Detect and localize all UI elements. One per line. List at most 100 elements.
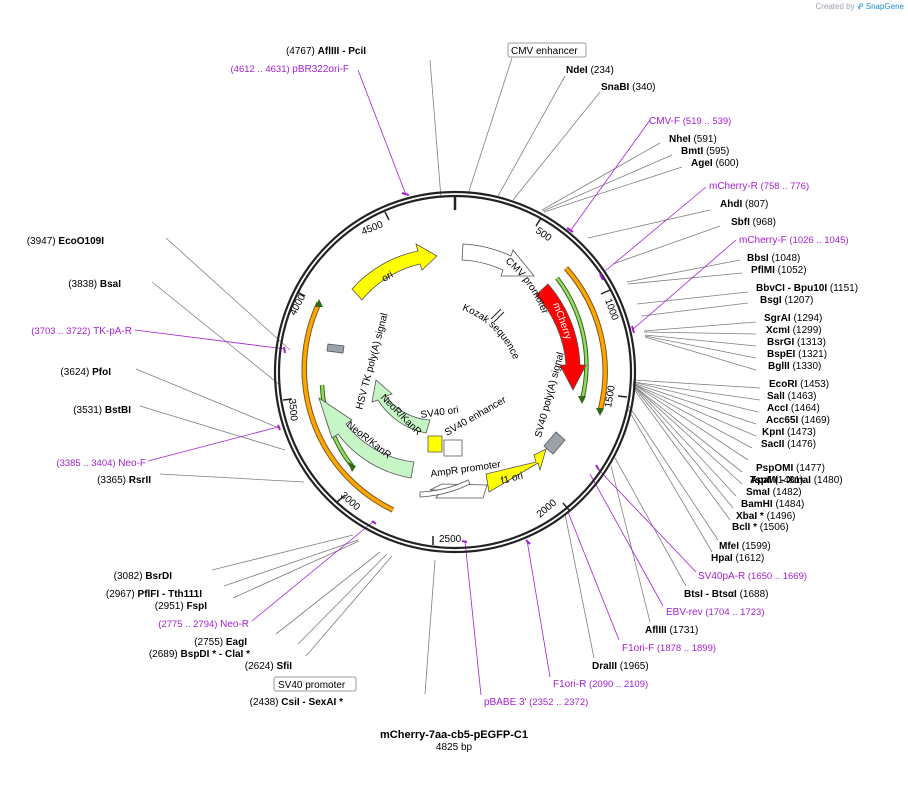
ruler-label: 3500 bbox=[286, 398, 299, 422]
site-name: BspDI * - ClaI * bbox=[181, 649, 251, 660]
site-position: (807) bbox=[742, 199, 768, 210]
primer-range: (1704 .. 1723) bbox=[703, 607, 765, 618]
site-position: (1476) bbox=[784, 439, 816, 450]
site-position: (340) bbox=[629, 82, 655, 93]
restriction-site: NdeI (234) bbox=[566, 65, 614, 76]
primer-label: SV40pA-R (1650 .. 1669) bbox=[698, 571, 807, 582]
site-name: TspMI - XmaI bbox=[750, 475, 811, 486]
site-position: (2689) bbox=[149, 649, 181, 660]
site-name: EcoO109I bbox=[58, 236, 104, 247]
backbone-outer bbox=[273, 190, 637, 554]
restriction-site: AhdI (807) bbox=[720, 199, 768, 210]
restriction-site: SnaBI (340) bbox=[601, 82, 655, 93]
primer-range: (1878 .. 1899) bbox=[654, 643, 716, 654]
restriction-site: SbfI (968) bbox=[731, 217, 776, 228]
primer-name: F1ori-F bbox=[622, 643, 654, 654]
primer-range: (4612 .. 4631) bbox=[231, 64, 293, 75]
features bbox=[318, 243, 587, 499]
restriction-site: XcmI (1299) bbox=[766, 325, 822, 336]
restriction-site: (2624) SfiI bbox=[245, 661, 292, 672]
site-name: AgeI bbox=[691, 158, 713, 169]
restriction-site: BbvCI - Bpu10I (1151) bbox=[756, 283, 858, 294]
ruler-label: 500 bbox=[533, 225, 553, 244]
site-name: RsrII bbox=[129, 475, 151, 486]
site-position: (1480) bbox=[811, 475, 843, 486]
site-name: BglII bbox=[768, 361, 790, 372]
primer-label: (2775 .. 2794) Neo-R bbox=[158, 619, 249, 630]
site-name: SbfI bbox=[731, 217, 750, 228]
site-position: (1330) bbox=[790, 361, 822, 372]
site-position: (1463) bbox=[785, 391, 817, 402]
restriction-site: (3082) BsrDI bbox=[114, 571, 173, 582]
site-position: (600) bbox=[713, 158, 739, 169]
primer-range: (758 .. 776) bbox=[758, 181, 809, 192]
site-position: (1294) bbox=[791, 313, 823, 324]
site-position: (1313) bbox=[794, 337, 826, 348]
site-name: AhdI bbox=[720, 199, 742, 210]
site-name: KpnI bbox=[762, 427, 784, 438]
primer-name: Neo-R bbox=[220, 619, 249, 630]
restriction-site: (3947) EcoO109I bbox=[27, 236, 104, 247]
primer-marks bbox=[277, 192, 635, 545]
site-name: DraIII bbox=[592, 661, 617, 672]
site-position: (1496) bbox=[764, 511, 796, 522]
site-name: BsgI bbox=[760, 295, 782, 306]
restriction-site: (3838) BsaI bbox=[68, 279, 121, 290]
primer-name: mCherry-R bbox=[709, 181, 758, 192]
restriction-site: (2438) CsiI - SexAI * bbox=[250, 697, 343, 708]
site-position: (2438) bbox=[250, 697, 282, 708]
site-name: XbaI * bbox=[736, 511, 764, 522]
ori-arrow bbox=[351, 243, 438, 301]
site-position: (591) bbox=[691, 134, 717, 145]
f1-ori-arrow bbox=[485, 448, 547, 493]
sv40-promoter-box bbox=[273, 676, 357, 692]
primer-label: (3703 .. 3722) TK-pA-R bbox=[31, 326, 132, 337]
kozak-mark bbox=[490, 308, 502, 320]
plasmid-name: mCherry-7aa-cb5-pEGFP-C1 bbox=[380, 729, 528, 741]
restriction-site: ApaI (1481) bbox=[750, 475, 803, 486]
ruler: 500 1000 1500 2000 2500 3000 3500 4000 4… bbox=[282, 211, 628, 545]
primer-range: (2352 .. 2372) bbox=[527, 697, 589, 708]
primer-range: (3703 .. 3722) bbox=[31, 326, 93, 337]
site-position: (1599) bbox=[739, 541, 771, 552]
site-name: FspI bbox=[186, 601, 207, 612]
cmv-enhancer-box bbox=[507, 42, 587, 58]
restriction-site: XbaI * (1496) bbox=[736, 511, 795, 522]
primer-range: (3385 .. 3404) bbox=[56, 458, 118, 469]
site-position: (1151) bbox=[827, 283, 858, 294]
site-name: MfeI bbox=[719, 541, 739, 552]
restriction-site: KpnI (1473) bbox=[762, 427, 816, 438]
orf-arrowheads bbox=[315, 299, 604, 472]
site-position: (1731) bbox=[667, 625, 699, 636]
credit-prefix: Created by bbox=[815, 2, 855, 11]
site-name: BsrDI bbox=[145, 571, 172, 582]
primer-range: (519 .. 539) bbox=[680, 116, 731, 127]
site-position: (2755) bbox=[194, 637, 226, 648]
sv40-ori-label: SV40 ori bbox=[420, 405, 460, 421]
restriction-site: BmtI (595) bbox=[681, 146, 729, 157]
site-position: (1965) bbox=[617, 661, 649, 672]
restriction-site: BglII (1330) bbox=[768, 361, 821, 372]
primer-leaders bbox=[134, 69, 737, 696]
site-name: XcmI bbox=[766, 325, 790, 336]
site-name: SacII bbox=[761, 439, 785, 450]
restriction-site: AgeI (600) bbox=[691, 158, 739, 169]
site-position: (1052) bbox=[775, 265, 807, 276]
site-position: (3624) bbox=[60, 367, 92, 378]
site-position: (3531) bbox=[73, 405, 105, 416]
primer-label: (4612 .. 4631) pBR322ori-F bbox=[231, 64, 350, 75]
site-position: (968) bbox=[750, 217, 776, 228]
cmv-promoter-label: CMV promoter bbox=[503, 256, 550, 316]
mcherry-arrow bbox=[535, 283, 587, 391]
site-position: (1688) bbox=[737, 589, 769, 600]
site-name: BspEI bbox=[767, 349, 796, 360]
site-position: (4767) bbox=[286, 46, 318, 57]
site-position: (3365) bbox=[97, 475, 129, 486]
site-name: SgrAI bbox=[764, 313, 791, 324]
primer-label: F1ori-F (1878 .. 1899) bbox=[622, 643, 716, 654]
cmv-promoter-arrow bbox=[461, 243, 535, 277]
credit-brand: SnapGene bbox=[865, 2, 904, 11]
